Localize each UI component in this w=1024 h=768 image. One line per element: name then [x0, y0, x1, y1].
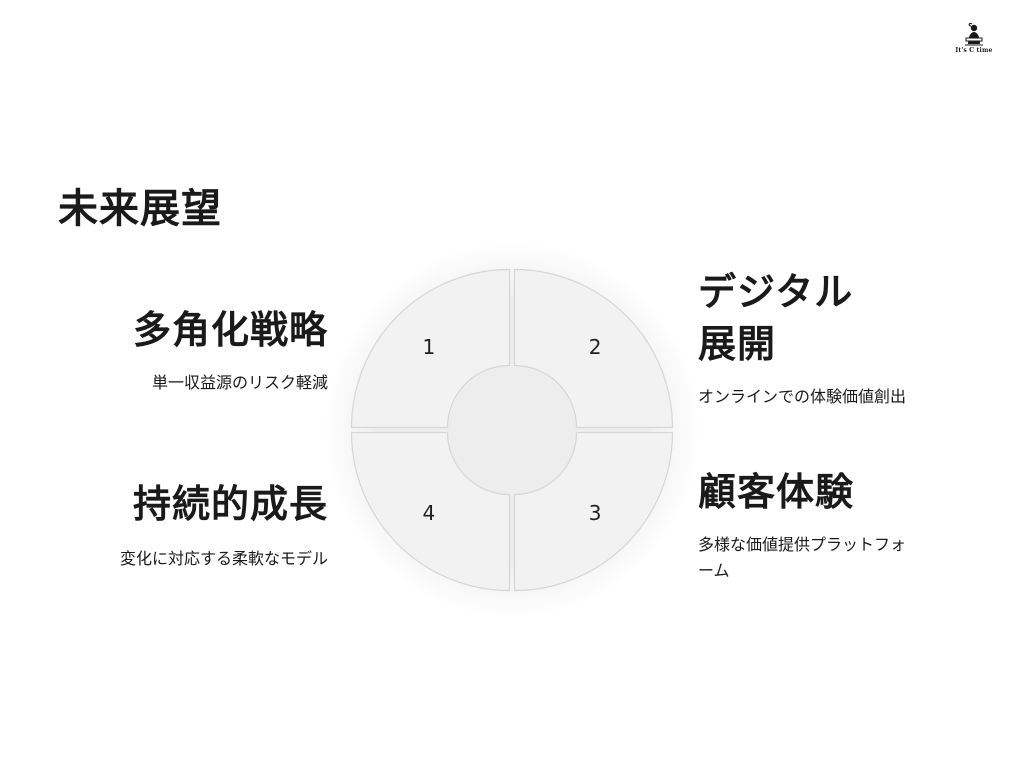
cycle-number-3: 3	[589, 501, 602, 525]
item-diversification: 多角化戦略 単一収益源のリスク軽減	[48, 304, 328, 396]
cycle-number-2: 2	[589, 335, 602, 359]
item-title-digital-line1: デジタル	[698, 270, 854, 314]
logo-text: It's C time	[955, 47, 993, 54]
item-title-customer-experience: 顧客体験	[698, 470, 855, 514]
cycle-numbers: 1 2 3 4	[423, 335, 602, 525]
cycle-svg: 1 2 3 4	[324, 242, 700, 618]
cycle-number-1: 1	[423, 335, 436, 359]
person-reading-icon	[965, 22, 983, 46]
item-desc-customer-experience: 多様な価値提供プラットフォ ーム	[698, 532, 968, 584]
cycle-segment-3	[513, 431, 674, 592]
item-title-diversification: 多角化戦略	[132, 308, 328, 352]
brand-logo: It's C time	[952, 22, 996, 62]
item-title-sustainable-growth: 持続的成長	[132, 482, 328, 526]
cycle-glow	[324, 242, 700, 618]
item-desc-line1: 多様な価値提供プラットフォ	[698, 535, 907, 554]
item-customer-experience: 顧客体験 多様な価値提供プラットフォ ーム	[698, 466, 968, 584]
cycle-number-4: 4	[423, 501, 436, 525]
cycle-segments	[350, 268, 674, 592]
cycle-segment-2	[513, 268, 674, 429]
item-sustainable-growth: 持続的成長 変化に対応する柔軟なモデル	[28, 478, 328, 572]
item-desc-diversification: 単一収益源のリスク軽減	[151, 373, 328, 392]
item-desc-line2: ーム	[698, 561, 730, 580]
item-digital-expansion: デジタル 展開 オンラインでの体験価値創出	[698, 266, 938, 410]
item-title-digital-line2: 展開	[698, 322, 777, 366]
cycle-diagram: 1 2 3 4	[324, 242, 700, 618]
item-desc-sustainable-growth: 変化に対応する柔軟なモデル	[119, 549, 328, 568]
item-desc-digital-expansion: オンラインでの体験価値創出	[698, 387, 907, 406]
page-title: 未来展望	[58, 186, 222, 232]
cycle-segment-1	[350, 268, 511, 429]
cycle-segment-4	[350, 431, 511, 592]
